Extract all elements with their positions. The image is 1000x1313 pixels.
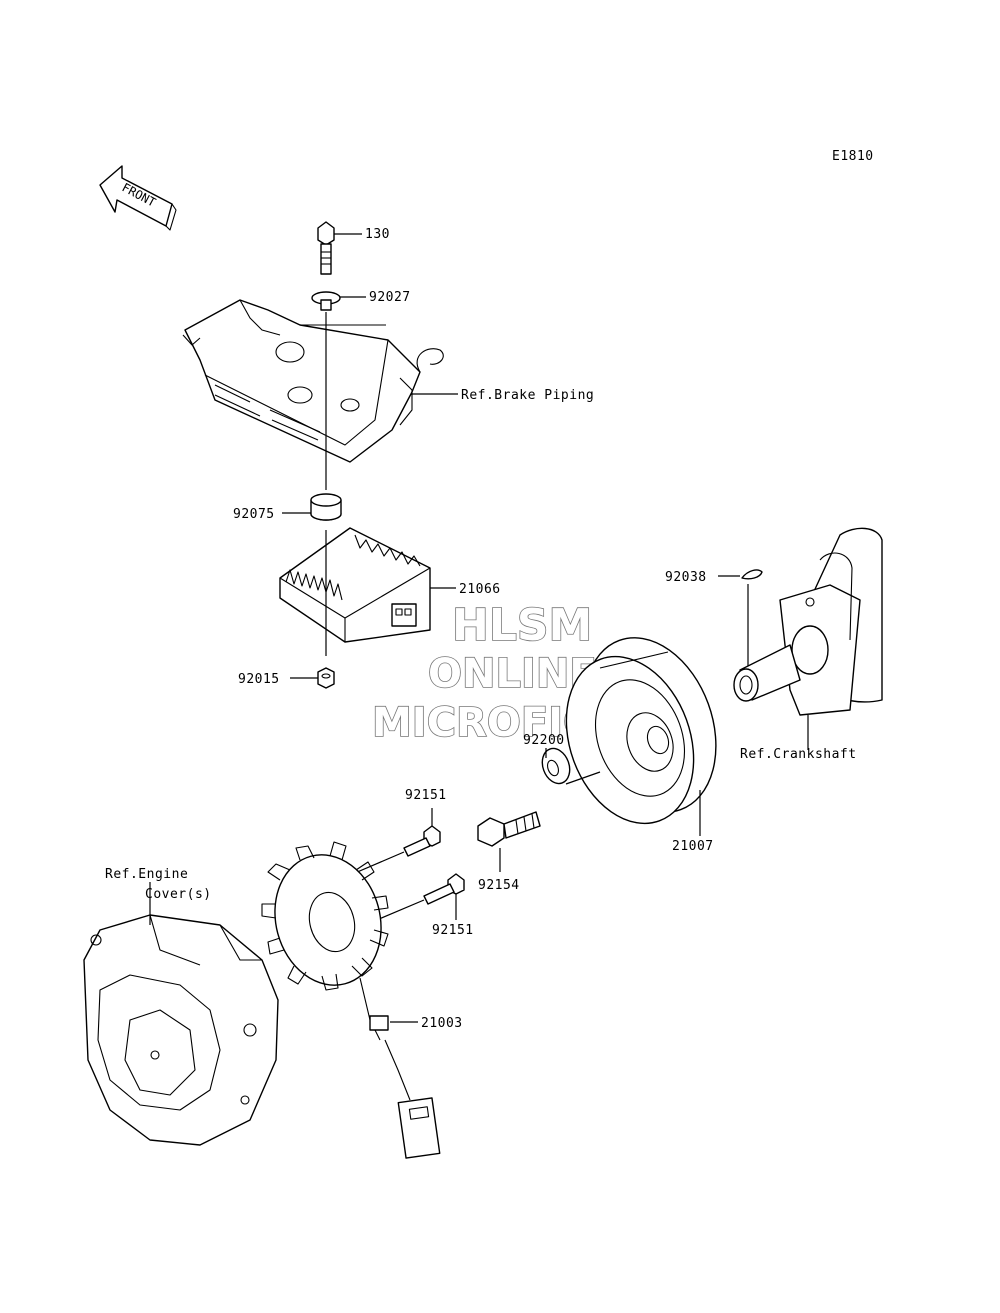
label-92151-a: 92151 bbox=[405, 788, 447, 803]
label-ref-crankshaft: Ref.Crankshaft bbox=[740, 747, 857, 762]
label-92154: 92154 bbox=[478, 878, 520, 893]
label-21003: 21003 bbox=[421, 1016, 463, 1031]
watermark-line2: ONLINE bbox=[428, 651, 597, 697]
label-92151-b: 92151 bbox=[432, 923, 474, 938]
label-92038: 92038 bbox=[665, 570, 707, 585]
key-92038-icon bbox=[741, 569, 763, 580]
washer-92027-icon bbox=[311, 291, 341, 311]
bracket-icon bbox=[182, 299, 444, 463]
crankshaft-icon bbox=[733, 527, 883, 716]
label-ref-brake-piping: Ref.Brake Piping bbox=[461, 388, 594, 403]
label-92027: 92027 bbox=[369, 290, 411, 305]
nut-92015-icon bbox=[317, 667, 335, 689]
label-21007: 21007 bbox=[672, 839, 714, 854]
label-130: 130 bbox=[365, 227, 390, 242]
label-92075: 92075 bbox=[233, 507, 275, 522]
regulator-21066-icon bbox=[279, 527, 431, 643]
stator-21003-icon bbox=[261, 841, 441, 1159]
bolt-92151-a-icon bbox=[403, 825, 441, 857]
front-arrow-icon: FRONT bbox=[99, 165, 177, 231]
label-21066: 21066 bbox=[459, 582, 501, 597]
bolt-92151-b-icon bbox=[423, 873, 465, 905]
label-ref-engine-line2: Cover(s) bbox=[145, 887, 212, 902]
watermark-line1: HLSM bbox=[452, 600, 592, 651]
rotor-21007-icon bbox=[565, 637, 717, 825]
bolt-92154-icon bbox=[477, 811, 541, 847]
label-ref-engine-line1: Ref.Engine bbox=[105, 867, 188, 882]
label-92015: 92015 bbox=[238, 672, 280, 687]
grommet-92075-icon bbox=[310, 493, 342, 521]
label-92200: 92200 bbox=[523, 733, 565, 748]
engine-cover-icon bbox=[83, 914, 279, 1146]
diagram-id: E1810 bbox=[832, 149, 874, 164]
bolt-130-icon bbox=[317, 221, 335, 275]
washer-92200-icon bbox=[541, 747, 571, 785]
